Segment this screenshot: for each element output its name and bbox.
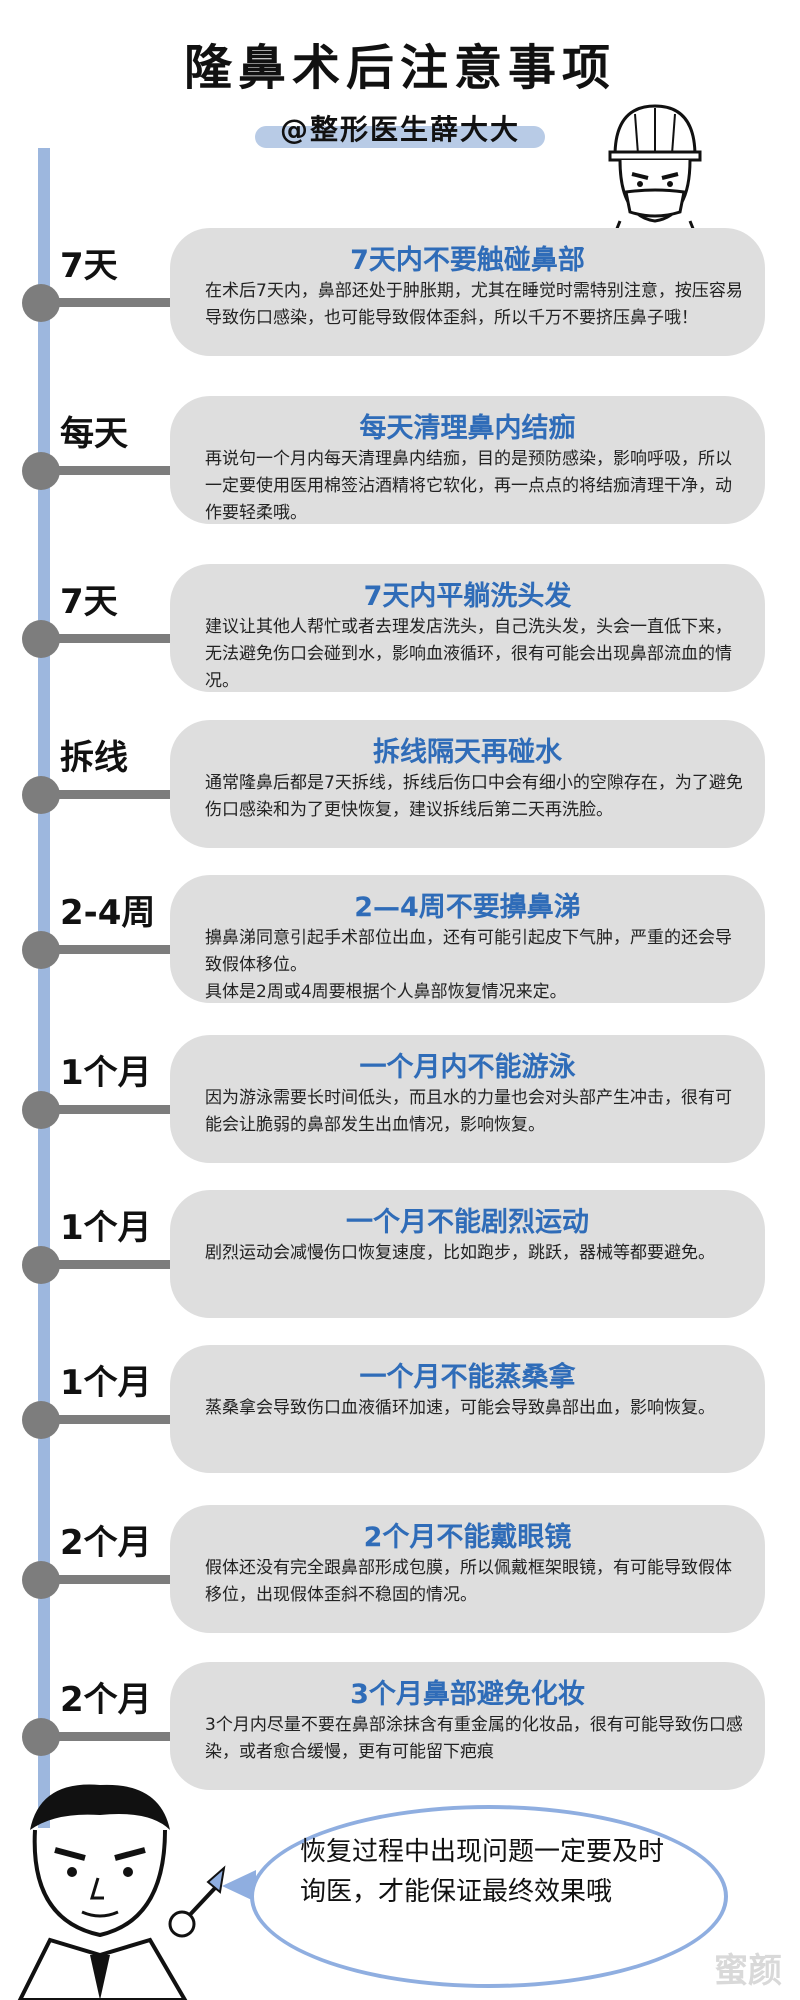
tip-body: 假体还没有完全跟鼻部形成包膜，所以佩戴框架眼镜，有可能导致假体移位，出现假体歪斜… [205, 1558, 732, 1605]
tip-title: 7天内不要触碰鼻部 [350, 245, 585, 276]
time-tag: 1个月 [60, 1363, 152, 1403]
timeline-connector [56, 634, 171, 643]
tip-title: 一个月内不能游泳 [359, 1052, 576, 1083]
byline-highlight [255, 126, 545, 148]
tip-item: 2个月 2个月不能戴眼镜 假体还没有完全跟鼻部形成包膜，所以佩戴框架眼镜，有可能… [0, 1505, 800, 1645]
page-title: 隆鼻术后注意事项 [183, 40, 616, 96]
doctor-avatar-icon [608, 104, 702, 246]
timeline-connector [56, 1260, 171, 1269]
tip-card: 拆线隔天再碰水 通常隆鼻后都是7天拆线，拆线后伤口中会有细小的空隙存在，为了避免… [170, 720, 765, 848]
timeline-dot [22, 1561, 60, 1599]
tip-item: 2个月 3个月鼻部避免化妆 3个月内尽量不要在鼻部涂抹含有重金属的化妆品，很有可… [0, 1662, 800, 1802]
tip-item: 1个月 一个月不能蒸桑拿 蒸桑拿会导致伤口血液循环加速，可能会导致鼻部出血，影响… [0, 1345, 800, 1485]
timeline-dot [22, 931, 60, 969]
tip-title: 7天内平躺洗头发 [363, 581, 572, 612]
timeline-connector [56, 1415, 171, 1424]
tip-body: 通常隆鼻后都是7天拆线，拆线后伤口中会有细小的空隙存在，为了避免伤口感染和为了更… [205, 773, 743, 820]
timeline-dot [22, 1718, 60, 1756]
time-tag: 拆线 [60, 738, 128, 778]
time-tag: 2个月 [60, 1523, 152, 1563]
timeline-connector [56, 945, 171, 954]
tip-item: 2-4周 2—4周不要擤鼻涕 擤鼻涕同意引起手术部位出血，还有可能引起皮下气肿，… [0, 875, 800, 1015]
tip-item: 每天 每天清理鼻内结痂 再说句一个月内每天清理鼻内结痂，目的是预防感染，影响呼吸… [0, 396, 800, 536]
timeline-connector [56, 298, 171, 307]
time-tag: 1个月 [60, 1053, 152, 1093]
timeline-dot [22, 620, 60, 658]
tip-body: 在术后7天内，鼻部还处于肿胀期，尤其在睡觉时需特别注意，按压容易导致伤口感染，也… [205, 281, 743, 328]
timeline-dot [22, 1401, 60, 1439]
tip-body: 建议让其他人帮忙或者去理发店洗头，自己洗头发，头会一直低下来，无法避免伤口会碰到… [205, 617, 732, 691]
tip-title: 一个月不能剧烈运动 [346, 1207, 589, 1238]
time-tag: 7天 [60, 582, 118, 622]
speech-bubble [250, 1805, 728, 1988]
tip-body: 蒸桑拿会导致伤口血液循环加速，可能会导致鼻部出血，影响恢复。 [205, 1398, 715, 1418]
timeline-dot [22, 1246, 60, 1284]
tip-body: 因为游泳需要长时间低头，而且水的力量也会对头部产生冲击，很有可能会让脆弱的鼻部发… [205, 1088, 732, 1135]
tip-title: 2—4周不要擤鼻涕 [354, 892, 581, 923]
doctor-cartoon-icon [17, 1784, 226, 2000]
timeline-connector [56, 1105, 171, 1114]
author-name: @整形医生薛大大 [279, 113, 520, 146]
timeline-dot [22, 284, 60, 322]
time-tag: 7天 [60, 246, 118, 286]
tip-card: 2个月不能戴眼镜 假体还没有完全跟鼻部形成包膜，所以佩戴框架眼镜，有可能导致假体… [170, 1505, 765, 1633]
timeline-connector [56, 466, 171, 475]
tip-title: 一个月不能蒸桑拿 [359, 1362, 576, 1393]
timeline-dot [22, 1091, 60, 1129]
tip-body: 剧烈运动会减慢伤口恢复速度，比如跑步，跳跃，器械等都要避免。 [205, 1243, 715, 1263]
timeline-connector [56, 790, 171, 799]
tip-title: 3个月鼻部避免化妆 [350, 1679, 585, 1710]
time-tag: 每天 [60, 414, 128, 454]
speech-bubble-text: 恢复过程中出现问题一定要及时询医，才能保证最终效果哦 [300, 1837, 665, 1907]
tip-item: 1个月 一个月不能剧烈运动 剧烈运动会减慢伤口恢复速度，比如跑步，跳跃，器械等都… [0, 1190, 800, 1330]
tip-item: 7天 7天内平躺洗头发 建议让其他人帮忙或者去理发店洗头，自己洗头发，头会一直低… [0, 564, 800, 704]
tip-item: 7天 7天内不要触碰鼻部 在术后7天内，鼻部还处于肿胀期，尤其在睡觉时需特别注意… [0, 228, 800, 368]
tip-body: 3个月内尽量不要在鼻部涂抹含有重金属的化妆品，很有可能导致伤口感染，或者愈合缓慢… [205, 1715, 743, 1762]
tip-item: 1个月 一个月内不能游泳 因为游泳需要长时间低头，而且水的力量也会对头部产生冲击… [0, 1035, 800, 1175]
tip-card: 一个月不能蒸桑拿 蒸桑拿会导致伤口血液循环加速，可能会导致鼻部出血，影响恢复。 [170, 1345, 765, 1473]
timeline-dot [22, 452, 60, 490]
tip-item: 拆线 拆线隔天再碰水 通常隆鼻后都是7天拆线，拆线后伤口中会有细小的空隙存在，为… [0, 720, 800, 860]
tip-card: 一个月不能剧烈运动 剧烈运动会减慢伤口恢复速度，比如跑步，跳跃，器械等都要避免。 [170, 1190, 765, 1318]
author-byline: @整形医生薛大大 [245, 108, 555, 154]
tip-body: 再说句一个月内每天清理鼻内结痂，目的是预防感染，影响呼吸，所以一定要使用医用棉签… [205, 449, 732, 523]
tip-card: 7天内平躺洗头发 建议让其他人帮忙或者去理发店洗头，自己洗头发，头会一直低下来，… [170, 564, 765, 692]
time-tag: 1个月 [60, 1208, 152, 1248]
watermark: 蜜颜 [714, 1951, 782, 1991]
tip-card: 一个月内不能游泳 因为游泳需要长时间低头，而且水的力量也会对头部产生冲击，很有可… [170, 1035, 765, 1163]
time-tag: 2-4周 [60, 893, 156, 933]
time-tag: 2个月 [60, 1680, 152, 1720]
tip-body: 擤鼻涕同意引起手术部位出血，还有可能引起皮下气肿，严重的还会导致假体移位。 具体… [205, 928, 732, 1002]
timeline-connector [56, 1575, 171, 1584]
tip-title: 拆线隔天再碰水 [373, 737, 562, 768]
tip-card: 每天清理鼻内结痂 再说句一个月内每天清理鼻内结痂，目的是预防感染，影响呼吸，所以… [170, 396, 765, 524]
tip-card: 2—4周不要擤鼻涕 擤鼻涕同意引起手术部位出血，还有可能引起皮下气肿，严重的还会… [170, 875, 765, 1003]
timeline-dot [22, 776, 60, 814]
tip-title: 每天清理鼻内结痂 [359, 413, 576, 444]
timeline-connector [56, 1732, 171, 1741]
tip-card: 3个月鼻部避免化妆 3个月内尽量不要在鼻部涂抹含有重金属的化妆品，很有可能导致伤… [170, 1662, 765, 1790]
tip-title: 2个月不能戴眼镜 [363, 1522, 572, 1553]
tip-card: 7天内不要触碰鼻部 在术后7天内，鼻部还处于肿胀期，尤其在睡觉时需特别注意，按压… [170, 228, 765, 356]
